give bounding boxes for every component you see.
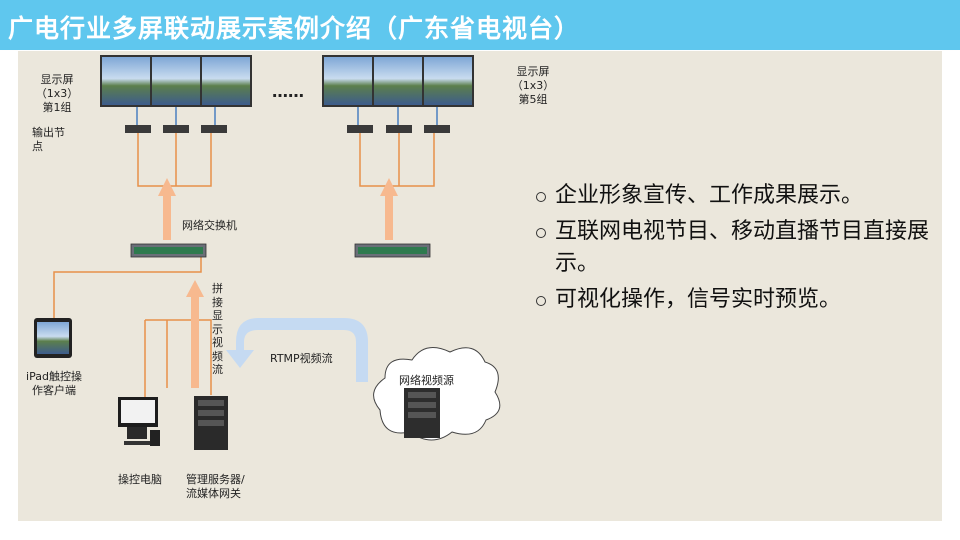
title-bar: 广电行业多屏联动展示案例介绍（广东省电视台） (0, 0, 960, 50)
label-switch: 网络交换机 (182, 219, 237, 232)
label-ellipsis: …… (272, 82, 304, 101)
feature-text: 可视化操作，信号实时预览。 (555, 287, 842, 312)
label-ipad: iPad触控操 作客户端 (26, 370, 82, 397)
ipad-icon (34, 318, 72, 358)
feature-text: 互联网电视节目、移动直播节目直接展示。 (555, 219, 930, 276)
control-pc-icon (118, 397, 160, 446)
label-rtmp: RTMP视频流 (270, 352, 333, 365)
page-title: 广电行业多屏联动展示案例介绍（广东省电视台） (8, 14, 581, 43)
label-group-5: 显示屏（1x3） 第5组 (511, 65, 555, 106)
label-output-node: 输出节 点 (32, 126, 65, 153)
bullet-icon (536, 192, 546, 202)
uplink-arrows (158, 178, 398, 388)
management-server-icon (194, 396, 228, 450)
label-group-1: 显示屏（1x3） 第1组 (35, 73, 79, 114)
server-icon-cloud (404, 388, 440, 438)
display-group-1 (100, 55, 252, 107)
label-server: 管理服务器/ 流媒体网关 (186, 473, 245, 500)
network-wiring (53, 133, 435, 397)
label-splice-stream: 拼接显示视频流 (212, 282, 223, 376)
label-network-source: 网络视频源 (399, 374, 454, 387)
feature-item: 可视化操作，信号实时预览。 (536, 284, 950, 316)
feature-text: 企业形象宣传、工作成果展示。 (555, 183, 864, 208)
video-links (136, 107, 438, 125)
feature-item: 企业形象宣传、工作成果展示。 (536, 180, 950, 212)
feature-list: 企业形象宣传、工作成果展示。 互联网电视节目、移动直播节目直接展示。 可视化操作… (536, 180, 950, 320)
bullet-icon (536, 296, 546, 306)
label-control-pc: 操控电脑 (118, 473, 162, 486)
display-group-5 (322, 55, 474, 107)
feature-item: 互联网电视节目、移动直播节目直接展示。 (536, 216, 950, 280)
rtmp-arrow (226, 318, 368, 382)
network-switches (130, 243, 431, 258)
output-nodes (125, 125, 450, 133)
bullet-icon (536, 228, 546, 238)
